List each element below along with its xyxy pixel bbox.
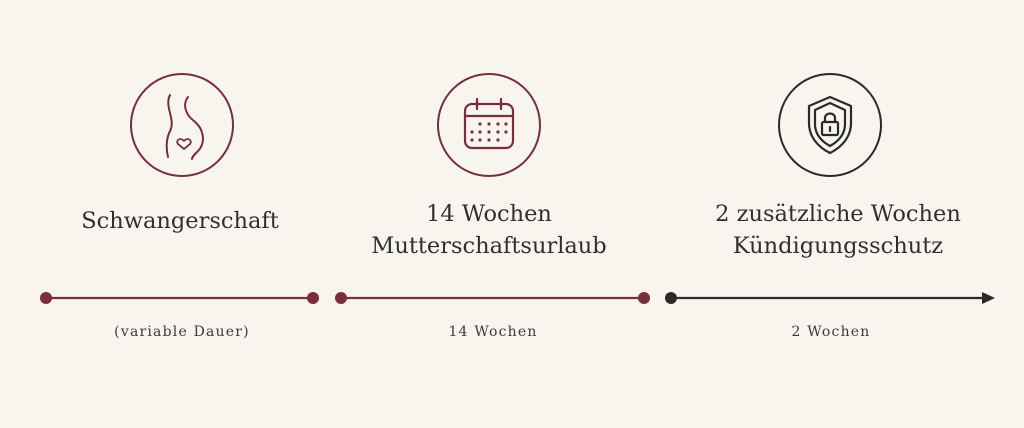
shield-lock-icon-circle <box>778 73 882 177</box>
stage-title-dismissal-protection: 2 zusätzliche Wochen Kündigungsschutz <box>688 198 988 262</box>
timeline-dot <box>335 292 347 304</box>
timeline-dot <box>638 292 650 304</box>
stage-title-pregnancy: Schwangerschaft <box>30 205 330 237</box>
stage-title-line: Mutterschaftsurlaub <box>371 233 607 259</box>
pregnancy-icon-circle <box>130 73 234 177</box>
stage-title-line: Kündigungsschutz <box>732 233 944 259</box>
calendar-icon <box>463 97 515 150</box>
stage-title-line: Schwangerschaft <box>81 208 279 234</box>
timeline-dot <box>665 292 677 304</box>
stage-title-line: 2 zusätzliche Wochen <box>715 201 961 227</box>
pregnancy-icon <box>165 94 204 160</box>
stage-title-maternity-leave: 14 Wochen Mutterschaftsurlaub <box>339 198 639 262</box>
timeline-dot <box>307 292 319 304</box>
shield-lock-icon <box>807 95 853 155</box>
stage-title-line: 14 Wochen <box>426 201 552 227</box>
stage-duration-pregnancy: (variable Dauer) <box>114 324 250 340</box>
stage-duration-maternity-leave: 14 Wochen <box>448 324 538 340</box>
timeline-dot <box>40 292 52 304</box>
stage-duration-dismissal-protection: 2 Wochen <box>791 324 871 340</box>
timeline-arrowhead <box>982 292 995 304</box>
calendar-icon-circle <box>437 73 541 177</box>
